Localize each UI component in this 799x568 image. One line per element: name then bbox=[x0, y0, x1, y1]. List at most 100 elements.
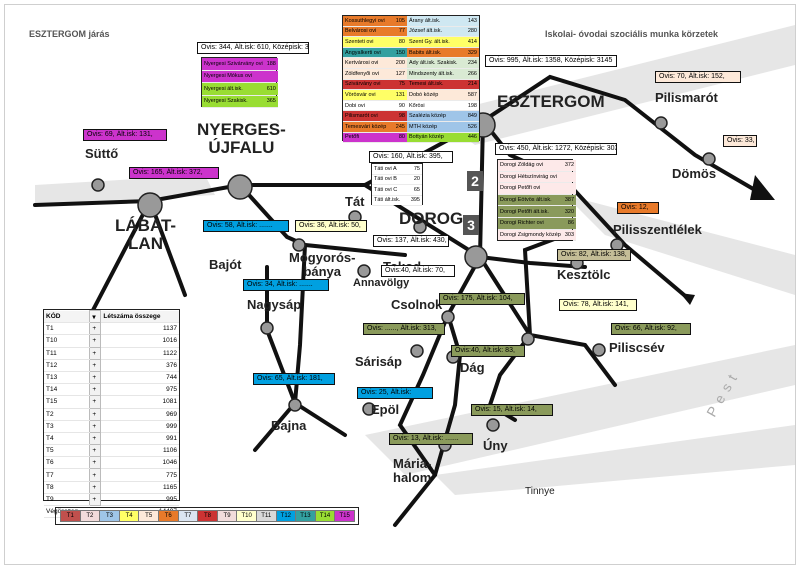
stat-box-bajot: Ovis: 58, Ált.isk: ....... bbox=[203, 220, 289, 232]
row-expand-button[interactable]: + bbox=[89, 383, 102, 397]
school-row: Dorogi Petőfi ovi bbox=[498, 182, 577, 195]
row-expand-button[interactable]: + bbox=[89, 395, 102, 409]
city-mogyorosbanya: Mogyorós- bánya bbox=[289, 250, 356, 279]
row-expand-button[interactable]: + bbox=[89, 346, 102, 360]
school-count: 98 bbox=[392, 110, 407, 122]
school-name: Dobó közép bbox=[406, 89, 465, 101]
legend-swatch: T7 bbox=[177, 510, 199, 522]
school-name: József ált.isk. bbox=[406, 26, 465, 38]
school-count: 80 bbox=[392, 36, 407, 48]
city-sarisap: Sárisáp bbox=[355, 354, 402, 369]
marker-3: 3 bbox=[463, 215, 479, 235]
kod-count: 376 bbox=[100, 359, 179, 372]
header-district: ESZTERGOM járás bbox=[29, 29, 110, 39]
row-expand-button[interactable]: + bbox=[89, 407, 102, 421]
school-count: 245 bbox=[392, 121, 407, 133]
stat-box-annavolgy: Ovis:40, Ált.isk: 70, bbox=[381, 265, 455, 277]
school-name: Belvárosi ovi bbox=[343, 26, 393, 38]
city-tinnye: Tinnye bbox=[525, 486, 555, 497]
school-name: Dorogi Petőfi ovi bbox=[498, 182, 563, 195]
school-count: 329 bbox=[464, 47, 479, 59]
kod-filter-button[interactable]: ▾ bbox=[89, 309, 102, 324]
school-count: 105 bbox=[392, 16, 407, 27]
stat-box-tokod: Ovis: 137, Ált.isk: 430, bbox=[373, 235, 449, 247]
school-name: Bottyán közép bbox=[406, 132, 465, 144]
school-name: Szivárvány ovi bbox=[343, 79, 393, 91]
school-count: 526 bbox=[464, 121, 479, 133]
kod-row: T12+376 bbox=[44, 358, 179, 372]
school-row: Nyergesi ált.isk.610 bbox=[202, 82, 278, 96]
city-esztergom: ESZTERGOM bbox=[497, 92, 605, 111]
row-expand-button[interactable]: + bbox=[89, 468, 102, 482]
row-expand-button[interactable]: + bbox=[89, 480, 102, 494]
school-count bbox=[562, 182, 577, 195]
kod-code: T1 bbox=[44, 322, 90, 336]
school-row: Nyergesi Mókus ovi bbox=[202, 70, 278, 83]
school-name: Dorogi Zsigmondy közép bbox=[498, 229, 563, 242]
school-name: Angyalkerti ovi bbox=[343, 47, 393, 59]
stat-box-nyerges: Ovis: 344, Ált.isk: 610, Középisk: 365 bbox=[197, 42, 309, 54]
school-count: 372 bbox=[562, 160, 577, 172]
city-piliscsev: Piliscsév bbox=[609, 340, 665, 355]
kod-count: 1016 bbox=[100, 334, 179, 348]
legend-swatch: T3 bbox=[99, 510, 120, 522]
row-expand-button[interactable]: + bbox=[89, 431, 102, 446]
kod-row: T6+1046 bbox=[44, 456, 179, 470]
row-expand-button[interactable]: + bbox=[89, 358, 102, 372]
stat-box-mariahalom: Ovis: 13, Ált.isk: ....... bbox=[389, 433, 473, 445]
row-expand-button[interactable]: + bbox=[89, 334, 102, 348]
school-count: 414 bbox=[464, 36, 479, 48]
row-expand-button[interactable]: + bbox=[89, 456, 102, 470]
school-name: MTH közép bbox=[406, 121, 465, 133]
header-title: Iskolai- óvodai szociális munka körzetek bbox=[545, 29, 719, 39]
school-count: 77 bbox=[392, 26, 407, 38]
school-name: Táti ovi B bbox=[372, 174, 407, 185]
kod-count: 995 bbox=[100, 493, 179, 507]
stat-box-sutto: Ovis: 69, Ált.isk: 131, bbox=[83, 129, 167, 141]
school-row: Dorogi Petőfi ált.isk.320 bbox=[498, 205, 577, 218]
school-name: Dorogi Richter ovi bbox=[498, 217, 563, 230]
kod-code: T7 bbox=[44, 468, 90, 482]
row-expand-button[interactable]: + bbox=[89, 322, 102, 336]
kod-code: T5 bbox=[44, 444, 90, 458]
kod-count: 1081 bbox=[100, 395, 179, 409]
kod-count: 991 bbox=[100, 432, 179, 446]
school-count: 75 bbox=[406, 164, 422, 175]
row-expand-button[interactable]: + bbox=[89, 370, 102, 385]
kod-code: T9 bbox=[44, 493, 90, 507]
school-name: Kőrösi bbox=[406, 100, 465, 112]
kod-row: T8+1165 bbox=[44, 480, 179, 494]
school-row: Nyergesi Szakisk.365 bbox=[202, 95, 278, 108]
legend-swatch: T4 bbox=[118, 510, 140, 522]
row-expand-button[interactable]: + bbox=[89, 419, 102, 433]
school-count: 214 bbox=[464, 79, 479, 91]
city-annavolgy: Annavölgy bbox=[353, 277, 410, 289]
legend-swatch: T10 bbox=[236, 510, 257, 522]
stat-box-sarisap: Ovis: ......, Ált.isk: 313, bbox=[363, 323, 445, 335]
kod-code: T3 bbox=[44, 420, 90, 433]
row-expand-button[interactable]: + bbox=[89, 492, 102, 507]
city-csolnok: Csolnok bbox=[391, 297, 443, 312]
kod-code: T12 bbox=[44, 359, 90, 372]
city-pilismarot: Pilismarót bbox=[655, 90, 718, 105]
row-expand-button[interactable]: + bbox=[89, 444, 102, 458]
legend-swatch: T9 bbox=[216, 510, 238, 522]
stat-box-piliscsev: Ovis: 66, Ált.isk: 92, bbox=[611, 323, 691, 335]
kod-row: T11+1122 bbox=[44, 346, 179, 360]
stat-box-domos: Ovis: 33, bbox=[723, 135, 757, 147]
city-bajot: Bajót bbox=[209, 257, 242, 272]
school-count: 365 bbox=[264, 95, 278, 108]
school-name: Temesi ált.isk. bbox=[406, 79, 465, 91]
city-dorog: DOROG bbox=[399, 209, 464, 228]
